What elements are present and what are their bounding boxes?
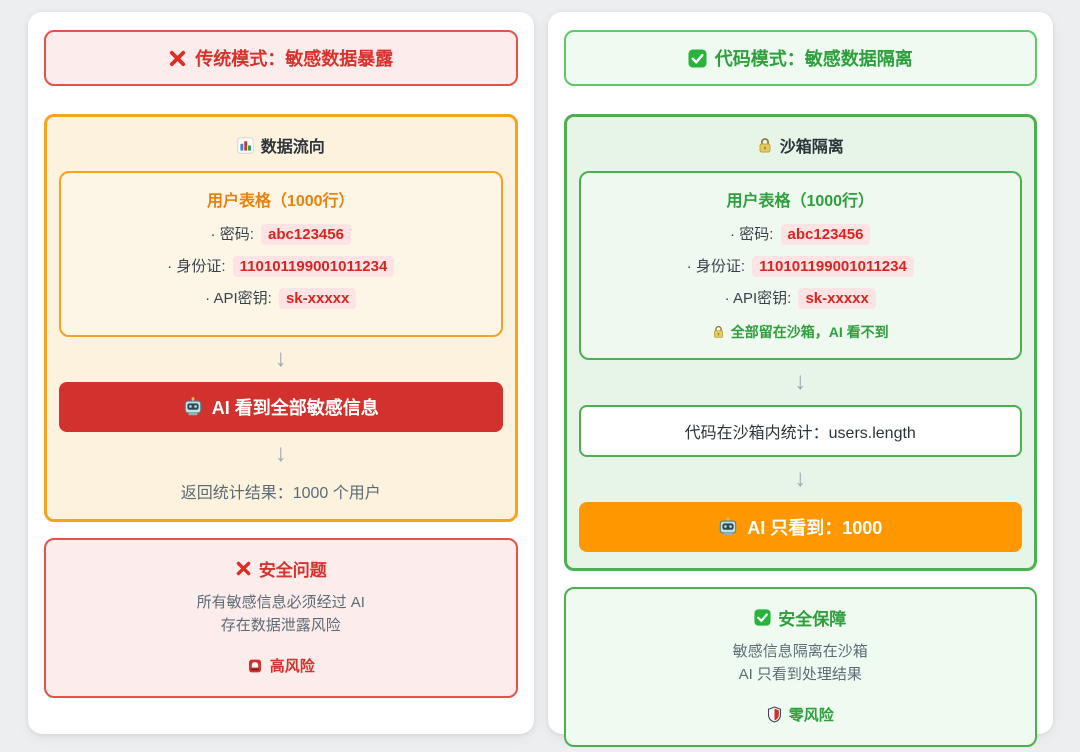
sandbox-box: 沙箱隔离 用户表格（1000行） · 密码: abc123456 · 身份证: … xyxy=(563,114,1037,571)
lock-icon xyxy=(712,325,725,339)
robot-icon xyxy=(718,516,738,537)
down-arrow-icon: ↓ xyxy=(794,464,807,492)
user-table-box: 用户表格（1000行） · 密码: abc123456 · 身份证: 11010… xyxy=(578,171,1022,360)
cross-icon xyxy=(168,49,187,68)
table-row: · 密码: abc123456 xyxy=(591,223,1011,245)
sandbox-title-text: 沙箱隔离 xyxy=(779,139,844,156)
table-row: · API密钥: sk-xxxxx xyxy=(591,287,1011,309)
check-icon xyxy=(754,609,771,626)
bar-chart-icon xyxy=(237,136,254,154)
zero-risk-badge: 零风险 xyxy=(578,704,1024,725)
user-table-box: 用户表格（1000行） · 密码: abc123456 · 身份证: 11010… xyxy=(59,171,503,337)
table-row: · 身份证: 110101199001011234 xyxy=(591,255,1011,277)
row-label: · API密钥: xyxy=(724,290,796,307)
traditional-mode-header: 传统模式：敏感数据暴露 xyxy=(44,30,518,86)
row-label: · API密钥: xyxy=(205,290,276,307)
security-guarantee-title-text: 安全保障 xyxy=(778,609,847,629)
sandbox-note-text: 全部留在沙箱，AI 看不到 xyxy=(730,324,889,340)
down-arrow-icon: ↓ xyxy=(794,368,807,395)
sensitive-value: sk-xxxxx xyxy=(798,288,876,309)
user-table-title: 用户表格（1000行） xyxy=(726,193,875,210)
code-mode-header: 代码模式：敏感数据隔离 xyxy=(563,30,1037,86)
data-flow-title: 数据流向 xyxy=(59,133,503,157)
sensitive-value: sk-xxxxx xyxy=(278,288,357,309)
traditional-mode-card: 传统模式：敏感数据暴露 数据流向 用户表格（1000行） · 密码: abc12… xyxy=(28,12,534,734)
sandbox-title: 沙箱隔离 xyxy=(579,133,1023,157)
sandbox-note: 全部留在沙箱，AI 看不到 xyxy=(591,322,1011,342)
row-label: · 身份证: xyxy=(167,258,230,275)
sandbox-code-box: 代码在沙箱内统计：users.length xyxy=(578,404,1022,457)
down-arrow-icon: ↓ xyxy=(274,345,287,372)
security-line: AI 只看到处理结果 xyxy=(738,665,862,683)
security-line: 敏感信息隔离在沙箱 xyxy=(732,642,868,660)
security-guarantee-box: 安全保障 敏感信息隔离在沙箱 AI 只看到处理结果 零风险 xyxy=(563,586,1037,748)
high-risk-badge-text: 高风险 xyxy=(269,658,315,676)
zero-risk-badge-text: 零风险 xyxy=(788,707,834,725)
table-row: · API密钥: sk-xxxxx xyxy=(71,287,491,309)
code-mode-card: 代码模式：敏感数据隔离 沙箱隔离 用户表格（1000行） · 密码: abc12… xyxy=(547,12,1053,748)
code-mode-title: 代码模式：敏感数据隔离 xyxy=(714,49,913,69)
row-label: · 身份证: xyxy=(686,258,750,275)
ai-result-banner-text: AI 只看到：1000 xyxy=(747,517,883,538)
sensitive-value: 110101199001011234 xyxy=(232,256,395,277)
check-icon xyxy=(688,48,707,68)
security-line: 存在数据泄露风险 xyxy=(220,616,341,634)
row-label: · 密码: xyxy=(210,226,259,243)
lock-icon xyxy=(757,137,773,154)
high-risk-badge: 高风险 xyxy=(58,655,504,676)
user-table-title: 用户表格（1000行） xyxy=(206,193,355,210)
sensitive-value: abc123456 xyxy=(780,224,871,245)
security-problem-title-text: 安全问题 xyxy=(258,560,327,580)
robot-icon xyxy=(183,396,203,417)
result-text: 返回统计结果：1000 个用户 xyxy=(180,484,381,502)
security-guarantee-title: 安全保障 xyxy=(578,605,1024,630)
data-flow-title-text: 数据流向 xyxy=(260,139,325,156)
down-arrow-icon: ↓ xyxy=(274,439,287,467)
shield-icon xyxy=(767,706,782,723)
ai-exposure-banner-text: AI 看到全部敏感信息 xyxy=(211,397,379,418)
security-problem-title: 安全问题 xyxy=(58,556,504,581)
security-line: 所有敏感信息必须经过 AI xyxy=(196,593,365,611)
data-flow-box: 数据流向 用户表格（1000行） · 密码: abc123456 · 身份证: … xyxy=(44,114,518,522)
ai-exposure-banner: AI 看到全部敏感信息 xyxy=(59,381,503,432)
ai-result-banner: AI 只看到：1000 xyxy=(578,501,1022,552)
cross-icon xyxy=(235,560,252,577)
security-problem-box: 安全问题 所有敏感信息必须经过 AI 存在数据泄露风险 高风险 xyxy=(44,537,518,699)
table-row: · 身份证: 110101199001011234 xyxy=(71,255,491,277)
table-row: · 密码: abc123456 xyxy=(71,223,491,245)
siren-icon xyxy=(247,658,263,674)
sensitive-value: 110101199001011234 xyxy=(752,256,914,277)
traditional-mode-title: 传统模式：敏感数据暴露 xyxy=(195,49,394,69)
row-label: · 密码: xyxy=(730,226,778,243)
sensitive-value: abc123456 xyxy=(261,224,351,245)
